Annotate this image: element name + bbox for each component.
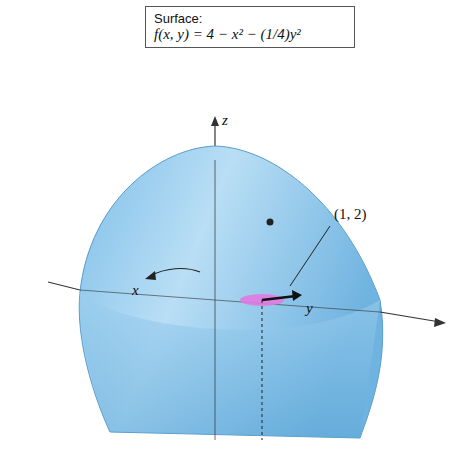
gradient-arrowhead <box>292 290 302 301</box>
y-arrowhead <box>434 318 446 327</box>
z-arrowhead <box>211 116 219 126</box>
point-leader <box>290 226 330 286</box>
axis-label: y <box>306 300 313 317</box>
gradient-arrow <box>262 296 296 300</box>
x-axis-outer <box>48 282 80 290</box>
y-axis-inner <box>215 300 380 312</box>
x-direction-head <box>145 271 156 280</box>
projection-line <box>262 300 263 440</box>
surface-formula: f(x, y) = 4 − x² − (1/4)y² <box>154 26 346 43</box>
paraboloid-surface <box>79 146 383 438</box>
box-heading: Surface: <box>154 11 346 26</box>
y-axis-outer <box>380 312 440 322</box>
axis-label: (1, 2) <box>334 206 367 223</box>
x-direction-arrow <box>150 269 200 276</box>
surface-lower-face <box>80 292 380 438</box>
surface-point <box>267 219 274 226</box>
formula-box: Surface:f(x, y) = 4 − x² − (1/4)y² <box>145 6 355 48</box>
axis-label: z <box>222 112 228 129</box>
x-axis-inner <box>80 290 215 300</box>
axis-label: x <box>132 282 139 299</box>
